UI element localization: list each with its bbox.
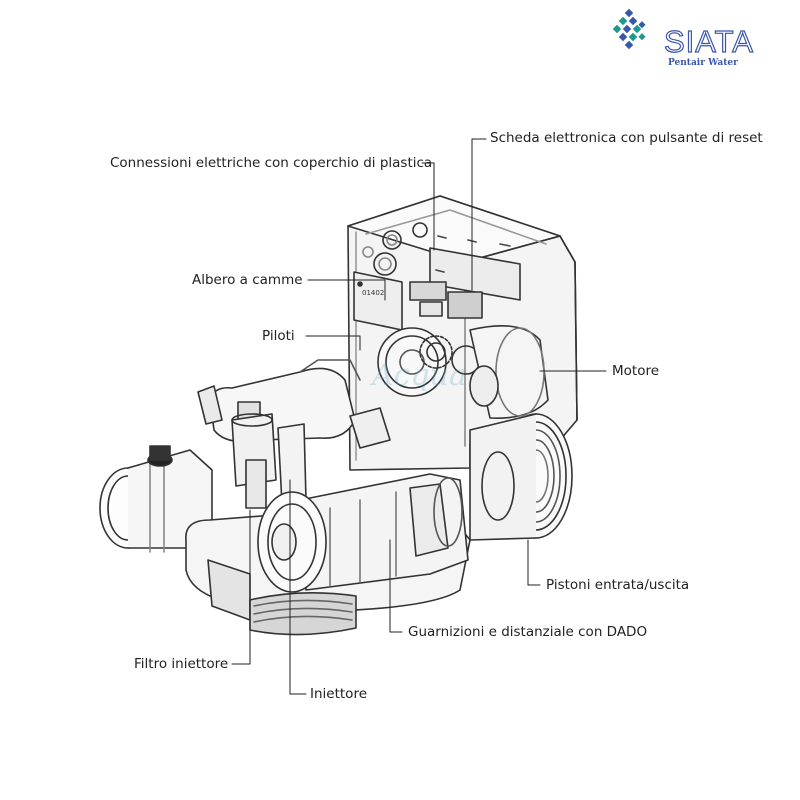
brand-name: SIATA [663,24,754,59]
siata-logo-mark [612,8,646,50]
label-iniettore: Iniettore [310,686,367,702]
label-scheda-elettronica: Scheda elettronica con pulsante di reset [490,130,763,146]
label-motore: Motore [612,363,660,379]
label-piloti: Piloti [262,328,295,344]
brand-tagline: Pentair Water [668,58,738,68]
label-guarnizioni: Guarnizioni e distanziale con DADO [408,624,648,640]
svg-text:01402: 01402 [362,289,384,297]
watermark-text: Acqua [372,358,467,393]
label-filtro-iniettore: Filtro iniettore [134,656,229,672]
label-connessioni-elettriche: Connessioni elettriche con coperchio di … [110,155,433,171]
label-pistoni: Pistoni entrata/uscita [546,577,690,593]
label-albero-a-camme: Albero a camme [192,272,303,288]
